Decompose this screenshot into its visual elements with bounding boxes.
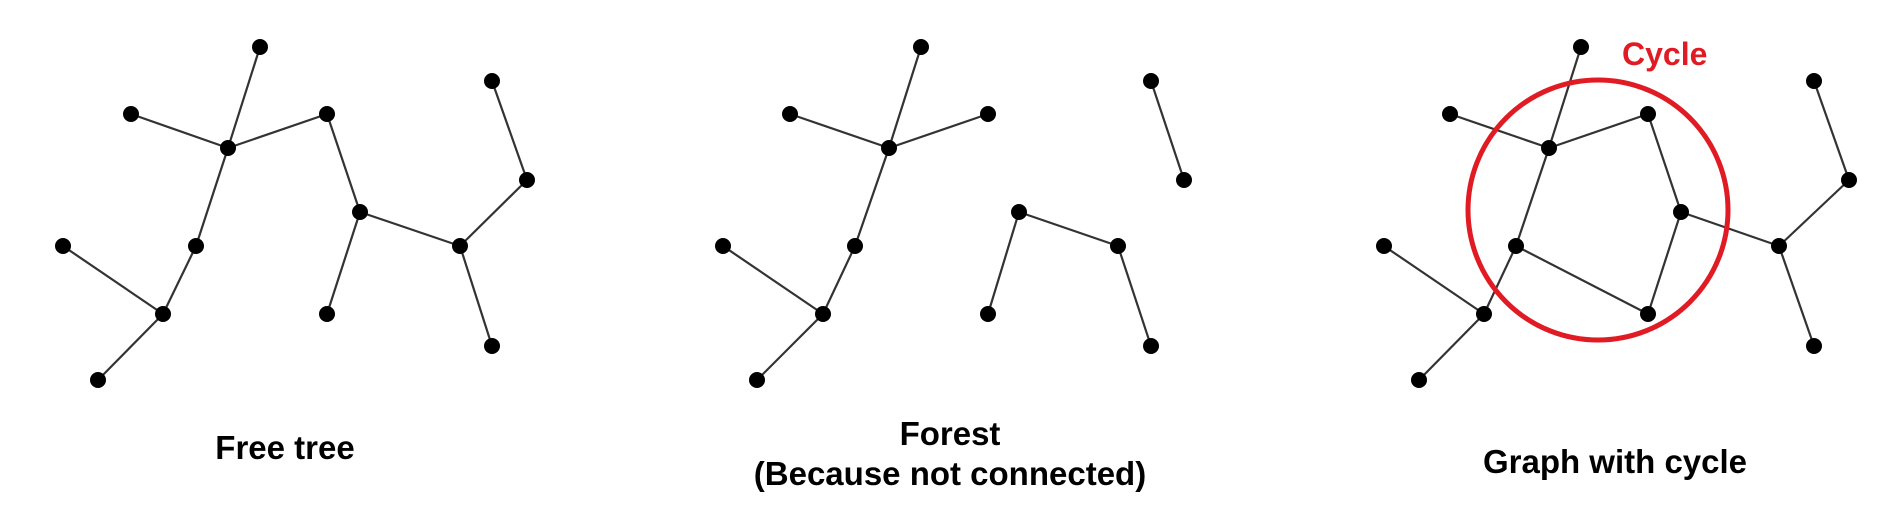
cycle-edge <box>1646 112 1683 214</box>
cycle-node <box>1806 338 1822 354</box>
forest-edge <box>1149 79 1186 182</box>
forest-node <box>815 306 831 322</box>
forest-node <box>1110 238 1126 254</box>
tree-edge <box>194 146 230 248</box>
forest-edge <box>887 112 990 150</box>
forest-node <box>980 106 996 122</box>
forest-edge <box>853 146 891 248</box>
cycle-edge <box>1382 244 1486 316</box>
cycle-node <box>1640 306 1656 322</box>
tree-node <box>55 238 71 254</box>
cycle-highlight-circle <box>1465 77 1731 343</box>
forest-node <box>1176 172 1192 188</box>
cycle-edge <box>1514 244 1650 316</box>
cycle-edge <box>1482 244 1518 316</box>
tree-node <box>452 238 468 254</box>
free-tree-graph <box>55 39 535 388</box>
tree-edge <box>458 244 494 348</box>
cycle-edge <box>1448 112 1551 150</box>
forest-node <box>980 306 996 322</box>
cycle-edge <box>1777 244 1816 348</box>
tree-edge <box>61 244 165 316</box>
tree-edge <box>325 112 362 214</box>
tree-node <box>352 204 368 220</box>
tree-node <box>319 306 335 322</box>
cycle-edge <box>1417 312 1486 382</box>
cycle-node <box>1541 140 1557 156</box>
tree-edge <box>458 178 529 248</box>
cycle-node <box>1806 73 1822 89</box>
cycle-edge <box>1812 79 1851 182</box>
forest-node <box>782 106 798 122</box>
cycle-node <box>1841 172 1857 188</box>
tree-node <box>319 106 335 122</box>
tree-edge <box>226 45 262 150</box>
forest-node <box>881 140 897 156</box>
forest-node <box>1143 338 1159 354</box>
forest-graph <box>715 39 1192 388</box>
tree-edge <box>490 79 529 182</box>
cycle-node <box>1411 372 1427 388</box>
cycle-edge <box>1679 210 1781 248</box>
tree-node <box>123 106 139 122</box>
caption-free-tree-text: Free tree <box>215 429 355 466</box>
forest-node <box>715 238 731 254</box>
cycle-label: Cycle <box>1622 36 1708 72</box>
forest-node <box>1143 73 1159 89</box>
forest-node <box>913 39 929 55</box>
caption-forest-line2: (Because not connected) <box>753 455 1147 492</box>
tree-node <box>484 338 500 354</box>
cycle-node <box>1508 238 1524 254</box>
tree-node <box>90 372 106 388</box>
cycle-node <box>1771 238 1787 254</box>
tree-node <box>155 306 171 322</box>
forest-edge <box>755 312 825 382</box>
cycle-node <box>1640 106 1656 122</box>
forest-edge <box>821 244 857 316</box>
forest-node <box>1011 204 1027 220</box>
cycle-node <box>1376 238 1392 254</box>
caption-free-tree: Free tree <box>185 428 385 468</box>
tree-node <box>188 238 204 254</box>
tree-edge <box>325 210 362 316</box>
cycle-edge <box>1514 146 1551 248</box>
cycle-graph <box>1376 39 1857 388</box>
forest-edge <box>887 45 923 150</box>
forest-edge <box>986 210 1021 316</box>
tree-edge <box>96 312 165 382</box>
forest-edge <box>788 112 891 150</box>
cycle-edge <box>1547 45 1583 150</box>
cycle-node <box>1573 39 1589 55</box>
caption-cycle-graph: Graph with cycle <box>1460 442 1770 482</box>
tree-node <box>252 39 268 55</box>
forest-node <box>749 372 765 388</box>
forest-edge <box>1116 244 1153 348</box>
cycle-edge <box>1777 178 1851 248</box>
tree-node <box>519 172 535 188</box>
cycle-node <box>1476 306 1492 322</box>
tree-edge <box>358 210 462 248</box>
caption-forest: Forest (Because not connected) <box>720 414 1180 494</box>
forest-node <box>847 238 863 254</box>
caption-cycle-graph-text: Graph with cycle <box>1482 443 1748 480</box>
tree-node <box>484 73 500 89</box>
cycle-edge <box>1547 112 1650 150</box>
cycle-node <box>1673 204 1689 220</box>
forest-edge <box>721 244 825 316</box>
tree-edge <box>226 112 329 150</box>
cycle-node <box>1442 106 1458 122</box>
tree-node <box>220 140 236 156</box>
forest-edge <box>1017 210 1120 248</box>
caption-forest-line1: Forest <box>899 415 1001 452</box>
cycle-edge <box>1646 210 1683 316</box>
tree-edge <box>161 244 198 316</box>
tree-edge <box>129 112 230 150</box>
